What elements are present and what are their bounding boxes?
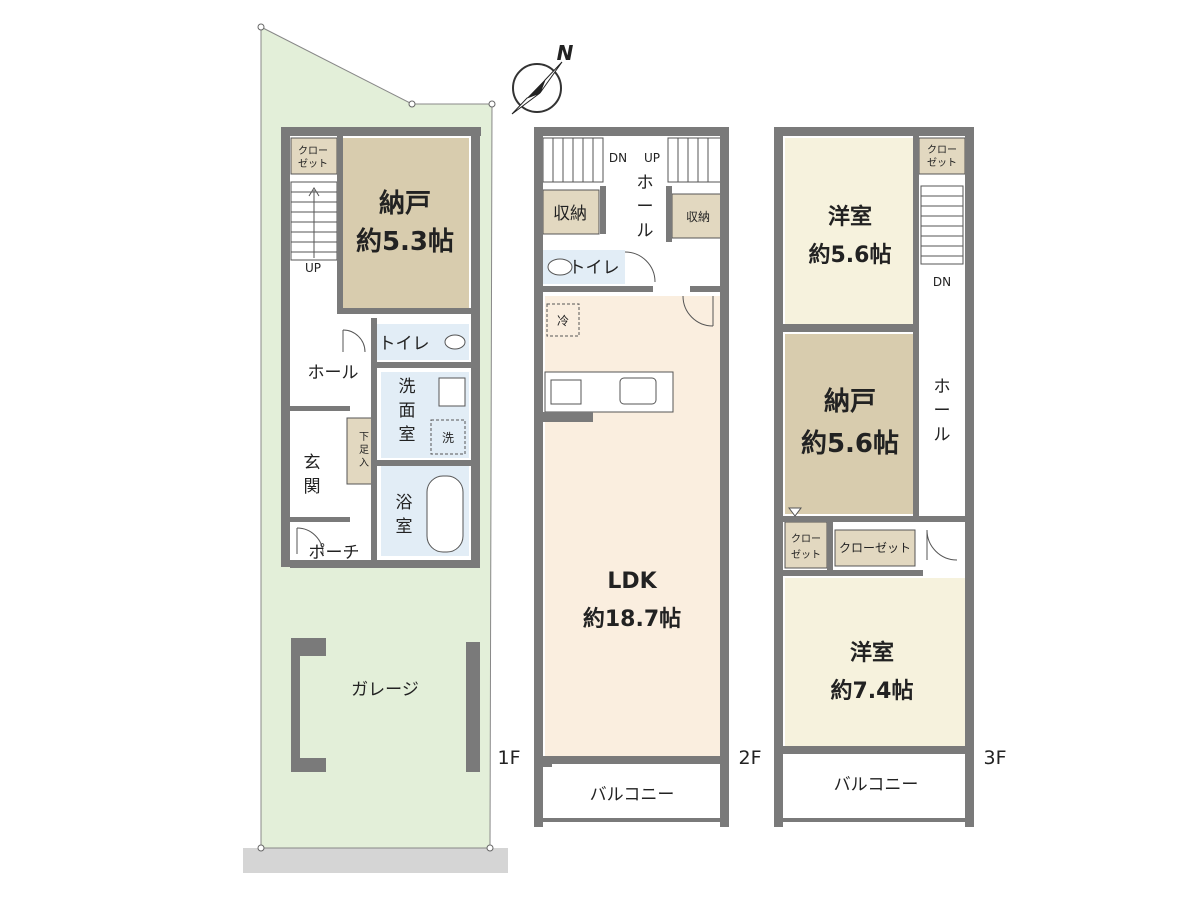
washroom-label-2-1f: 面: [399, 401, 416, 421]
bath-label-2-1f: 室: [396, 517, 413, 537]
floor-level-1f: 1F: [497, 747, 520, 769]
compass-north-icon: N: [511, 41, 574, 115]
western1-name-3f: 洋室: [828, 204, 872, 230]
entrance-label-2-1f: 関: [304, 477, 321, 497]
storage-size-3f: 約5.6帖: [801, 428, 899, 459]
porch-label-1f: ポーチ: [309, 543, 360, 563]
stairs-1f: [290, 181, 338, 261]
walls-2f: [534, 127, 729, 827]
closet-label-a-3f: クロー: [927, 144, 957, 156]
storage-left-label-2f: 収納: [553, 204, 587, 224]
closet-long-3f: [834, 529, 916, 567]
stairs-dn-3f: DN: [933, 275, 951, 289]
entrance-label-1-1f: 玄: [304, 453, 321, 473]
compass-north-label: N: [557, 41, 574, 65]
storage-right-label-2f: 収納: [686, 210, 710, 224]
floor-3: クロー ゼット 洋室 約5.6帖 DN 納戸 約5.6帖 ホ ー ル クロー ゼ…: [774, 127, 1007, 827]
storage-room-1f: [341, 138, 469, 308]
floor-1: 納戸 約5.3帖 クロー ゼット UP トイレ ホール 洗 面 室 洗 下 足 …: [243, 23, 521, 873]
hall-label-1-3f: ホ: [934, 377, 951, 397]
closet-label-b-1f: ゼット: [298, 158, 328, 170]
stairs-3f: [920, 185, 964, 265]
hall-label-2-3f: ー: [934, 401, 951, 421]
hall-label-3-3f: ル: [934, 425, 951, 445]
western2-name-3f: 洋室: [850, 640, 894, 666]
balcony-label-3f: バルコニー: [834, 775, 919, 795]
closet-long-label-3f: クローゼット: [839, 541, 911, 555]
washer-label-1f: 洗: [442, 431, 454, 445]
stairs-up-2f: UP: [644, 151, 660, 165]
floor-level-3f: 3F: [983, 747, 1006, 769]
washroom-label-3-1f: 室: [399, 425, 416, 445]
ldk-size: 約18.7帖: [583, 606, 681, 632]
stairs-2f: [542, 137, 723, 183]
fridge-label-2f: 冷: [557, 314, 569, 328]
closet-small-label-b-3f: ゼット: [791, 549, 821, 561]
western-room-2-3f: [785, 578, 965, 750]
toilet-label-2f: トイレ: [569, 258, 620, 278]
closet-small-label-a-3f: クロー: [791, 533, 821, 545]
western1-size-3f: 約5.6帖: [809, 242, 892, 268]
shoe-label-3-1f: 入: [359, 458, 369, 469]
closet-1f: [290, 137, 338, 175]
hall-label-1-2f: ホ: [637, 173, 654, 193]
closet-label-a-1f: クロー: [298, 145, 328, 157]
washroom-label-1-1f: 洗: [399, 377, 416, 397]
walls-1f: [281, 127, 481, 772]
stairs-up-1f: UP: [305, 261, 321, 275]
walls-3f: [774, 127, 974, 827]
hall-label-2-2f: ー: [637, 197, 654, 217]
bath-label-1-1f: 浴: [396, 493, 413, 513]
ldk-room: [545, 296, 720, 756]
ldk-name: LDK: [607, 569, 657, 594]
hall-label-1f: ホール: [308, 363, 359, 383]
road-strip: [243, 848, 508, 873]
storage-right-2f: [671, 193, 723, 239]
shoe-label-1-1f: 下: [359, 432, 369, 443]
shoe-label-2-1f: 足: [359, 444, 369, 456]
floor-2: DN UP ホ ー ル 収納 収納 トイレ 冷 LDK 約18.7帖 バルコニー…: [534, 127, 762, 827]
balcony-label-2f: バルコニー: [590, 785, 675, 805]
storage-name-1f: 納戸: [379, 188, 431, 219]
western-room-1-3f: [785, 138, 915, 324]
stairs-dn-2f: DN: [609, 151, 627, 165]
storage-room-3f: [785, 334, 915, 514]
closet-small-3f: [784, 521, 828, 569]
western2-size-3f: 約7.4帖: [831, 678, 914, 704]
closet-label-b-3f: ゼット: [927, 157, 957, 169]
floor-level-2f: 2F: [738, 747, 761, 769]
toilet-label-1f: トイレ: [379, 334, 430, 354]
storage-size-1f: 約5.3帖: [356, 226, 454, 257]
garage-label-1f: ガレージ: [351, 680, 419, 700]
hall-label-3-2f: ル: [637, 221, 654, 241]
storage-name-3f: 納戸: [824, 386, 876, 417]
